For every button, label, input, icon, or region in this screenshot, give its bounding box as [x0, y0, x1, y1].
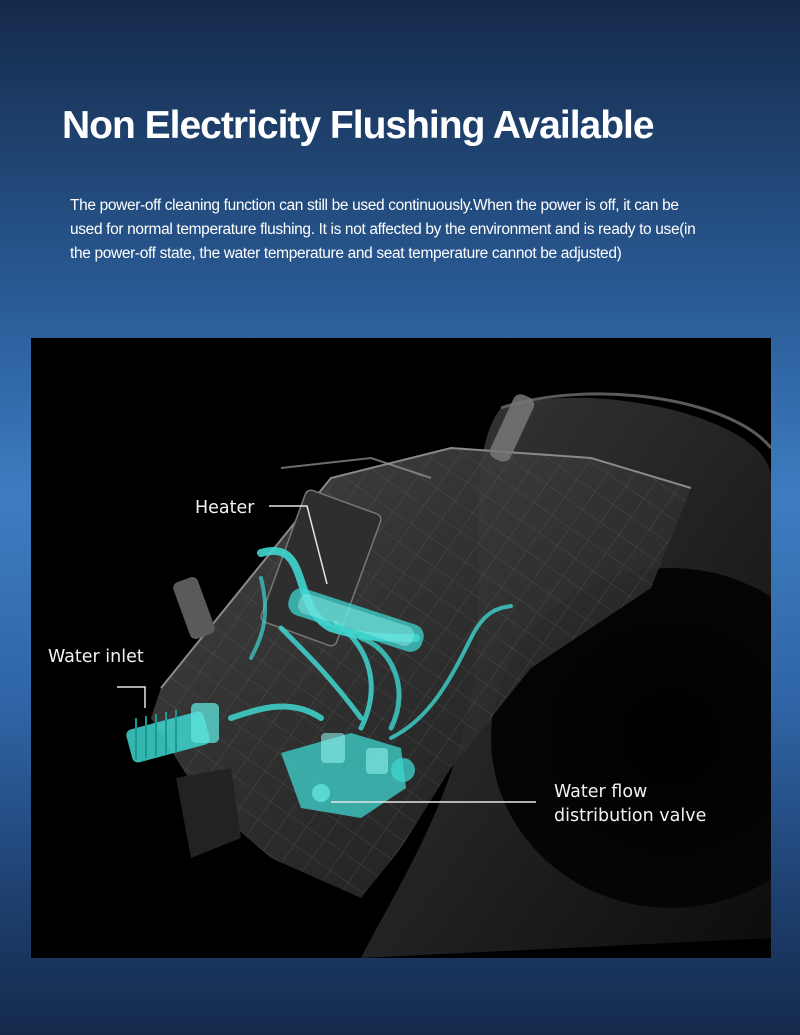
feature-description: The power-off cleaning function can stil…	[70, 197, 696, 262]
transparent-housing	[151, 394, 692, 898]
heater-cylinder	[288, 588, 424, 652]
water-inlet-label: Water inlet	[48, 647, 144, 667]
distribution-valve-label: Water flow distribution valve	[554, 780, 754, 828]
water-inlet-fitting	[126, 703, 219, 763]
page-headline: Non Electricity Flushing Available	[62, 104, 655, 147]
toilet-seat-illustration	[117, 392, 771, 958]
product-cutaway-image: Heater Water inlet Water flow distributi…	[31, 338, 771, 958]
callout-leader-lines	[117, 505, 536, 803]
valve-label-line2: distribution valve	[554, 806, 707, 826]
valve-label-line1: Water flow	[554, 782, 648, 802]
heater-label: Heater	[195, 498, 255, 518]
distribution-valve	[281, 733, 415, 818]
